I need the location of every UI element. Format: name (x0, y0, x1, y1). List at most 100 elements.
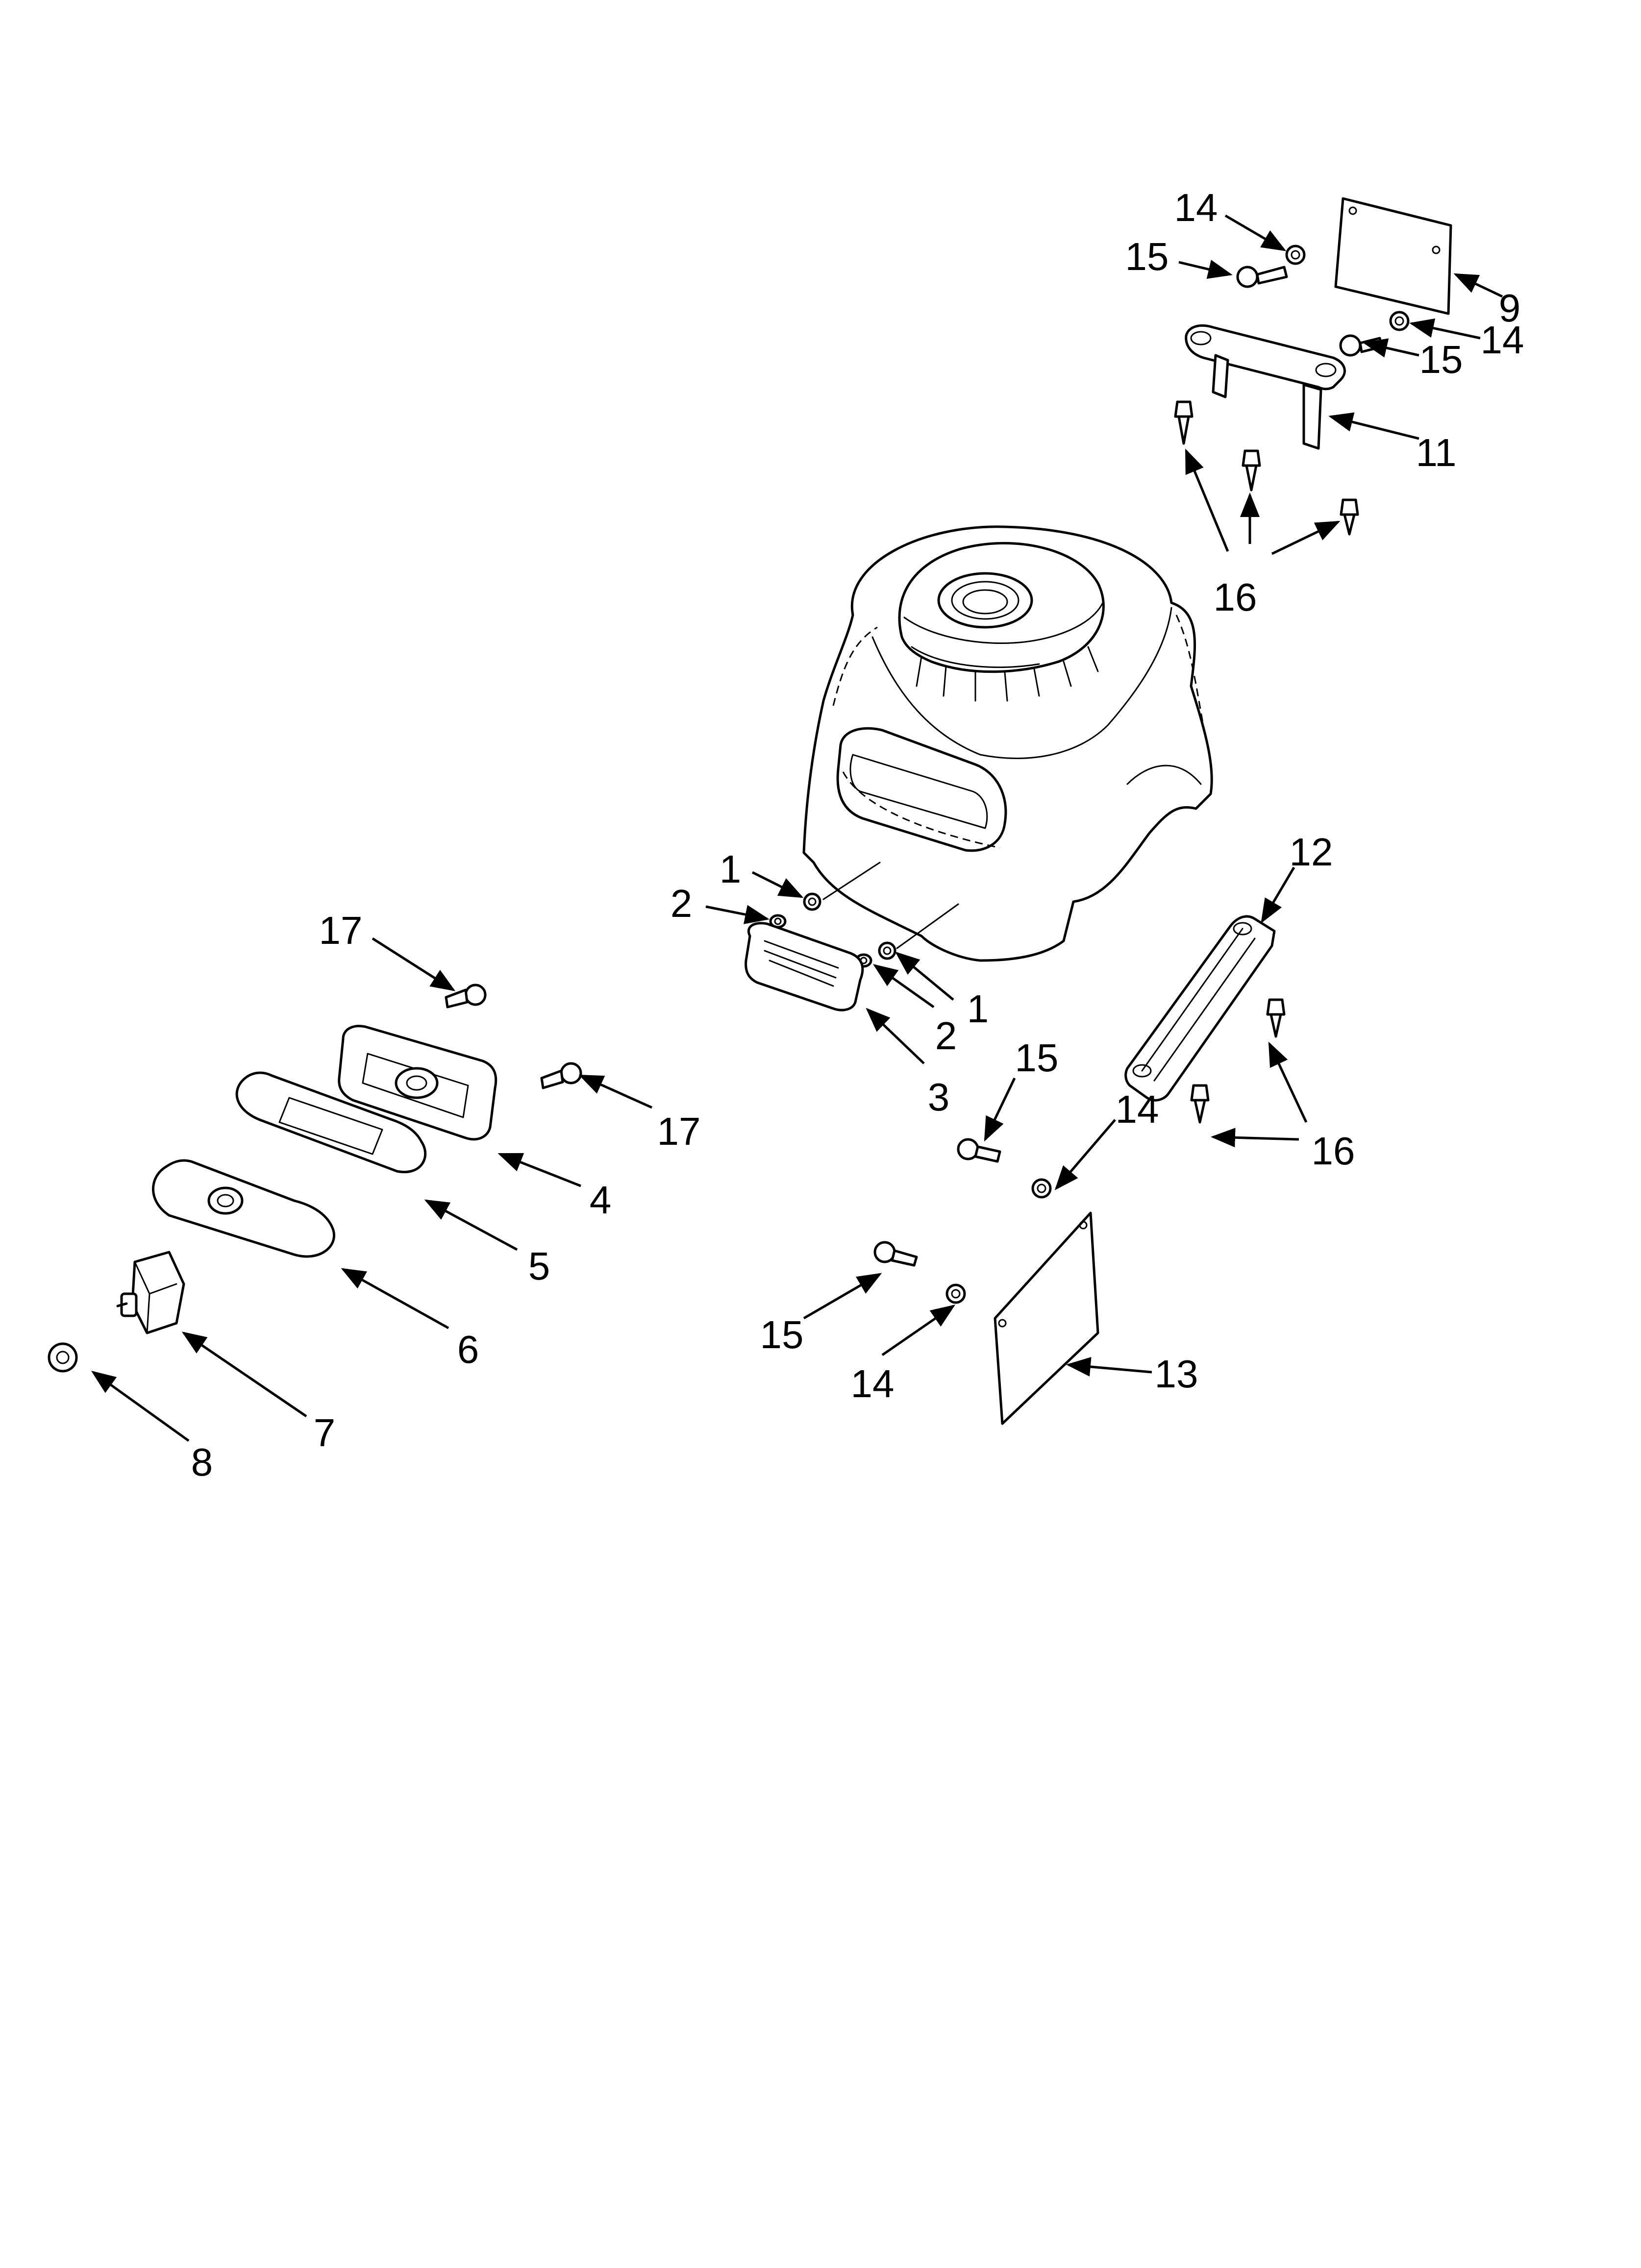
callout-17-screw-lower (540, 1062, 582, 1089)
callout-3-badge (745, 922, 864, 1011)
callout-label: 14 (1174, 186, 1218, 229)
callout-2-9: 2 (671, 882, 770, 925)
callout-15-23: 15 (760, 1273, 882, 1356)
callout-label: 8 (191, 1440, 213, 1484)
callout-14-0: 14 (1174, 186, 1287, 251)
callout-4-bezel (338, 1025, 497, 1141)
callout-5-gasket (235, 1071, 427, 1173)
callout-14-nut-low (945, 1283, 966, 1304)
callout-16-screws-top (1174, 400, 1359, 536)
callout-9-2: 9 (1453, 273, 1521, 330)
leader-arrow (984, 1077, 1016, 1142)
callout-4-15: 4 (497, 1153, 611, 1222)
leader-arrow (1211, 1128, 1299, 1148)
callout-14-21: 14 (1054, 1087, 1159, 1190)
leader-arrow (751, 871, 804, 898)
callout-14-nut-mid (1031, 1178, 1052, 1199)
base-housing (802, 525, 1213, 962)
callout-3-12: 3 (866, 1008, 950, 1119)
callout-1-nut-upper (803, 862, 881, 911)
callout-11-5: 11 (1328, 412, 1457, 474)
leader-arrow (1363, 338, 1419, 358)
callout-label: 16 (1312, 1129, 1355, 1173)
callout-label: 6 (457, 1328, 479, 1371)
callout-label: 15 (1015, 1036, 1059, 1080)
callout-8-19: 8 (91, 1371, 213, 1484)
callout-label: 16 (1214, 575, 1257, 619)
leader-arrow (1268, 1041, 1308, 1123)
callout-1-11: 1 (895, 951, 989, 1031)
callout-13-25: 13 (1066, 1352, 1198, 1396)
leader-arrow (881, 1305, 956, 1356)
leader-arrow (1178, 260, 1233, 279)
callout-label: 3 (928, 1075, 950, 1119)
callout-label: 9 (1499, 286, 1521, 330)
callout-16-screw-low (1190, 1084, 1210, 1124)
callout-15-4: 15 (1363, 338, 1463, 381)
callout-8-nut (48, 1342, 78, 1373)
callout-16-6: 16 (1185, 448, 1341, 619)
callout-17-screw-upper (445, 984, 487, 1009)
callout-12-rail (1124, 915, 1276, 1102)
callout-14-24: 14 (851, 1305, 956, 1405)
callout-label: 5 (528, 1244, 550, 1288)
leader-arrow (803, 1273, 882, 1320)
callout-label: 1 (967, 987, 989, 1031)
leader-arrow (1453, 273, 1503, 298)
leader-arrow (1261, 866, 1295, 924)
callout-17-14: 17 (578, 1074, 701, 1153)
callout-1-nut-lower (878, 903, 959, 960)
callout-7-18: 7 (181, 1331, 336, 1454)
callout-label: 1 (720, 847, 742, 891)
callout-12-7: 12 (1261, 830, 1333, 924)
callout-15-screw-mid (957, 1138, 1001, 1163)
callout-label: 11 (1416, 431, 1456, 474)
callout-9-plate (1334, 197, 1452, 315)
leader-arrow (1185, 448, 1229, 552)
callout-11-bracket (1185, 324, 1346, 450)
leader-arrow (1328, 412, 1419, 440)
callout-16-screw-mid (1266, 998, 1286, 1038)
leader-arrow (578, 1074, 653, 1109)
leader-arrow (895, 951, 954, 1001)
callout-label: 17 (319, 909, 363, 952)
callout-label: 15 (760, 1313, 804, 1356)
callout-5-16: 5 (424, 1199, 550, 1288)
callout-label: 7 (314, 1411, 336, 1454)
callout-2-10: 2 (872, 964, 957, 1058)
leader-arrow (1409, 318, 1481, 340)
leader-arrow (1054, 1119, 1116, 1190)
callout-label: 14 (851, 1362, 895, 1405)
callout-14-3: 14 (1409, 318, 1524, 362)
callout-15-1: 15 (1125, 235, 1233, 279)
leader-arrow (341, 1268, 449, 1330)
leader-arrow (497, 1153, 581, 1187)
leader-arrow (866, 1008, 925, 1064)
callout-label: 15 (1419, 338, 1463, 381)
leader-arrow (705, 905, 770, 924)
callout-label: 13 (1155, 1352, 1198, 1396)
callout-label: 2 (935, 1014, 957, 1058)
callout-14-nut-top (1285, 245, 1306, 265)
leader-arrow (372, 937, 456, 991)
leader-arrow (424, 1199, 518, 1251)
leader-arrow (181, 1331, 307, 1418)
callout-6-cover (152, 1159, 335, 1258)
callout-6-17: 6 (341, 1268, 479, 1371)
callout-label: 15 (1125, 235, 1169, 278)
callout-7-switch (116, 1251, 185, 1334)
leader-arrow (872, 964, 935, 1009)
leader-arrow (1271, 520, 1341, 555)
callout-13-plate (994, 1211, 1099, 1425)
callout-1-8: 1 (720, 847, 804, 898)
callout-16-22: 16 (1211, 1041, 1355, 1173)
callout-label: 17 (657, 1109, 701, 1153)
callout-14-nut-right (1389, 311, 1410, 331)
leader-arrow (1224, 214, 1287, 251)
callout-15-screw-low (873, 1241, 918, 1267)
callout-label: 12 (1290, 830, 1333, 874)
callout-15-screw-top (1236, 266, 1288, 288)
